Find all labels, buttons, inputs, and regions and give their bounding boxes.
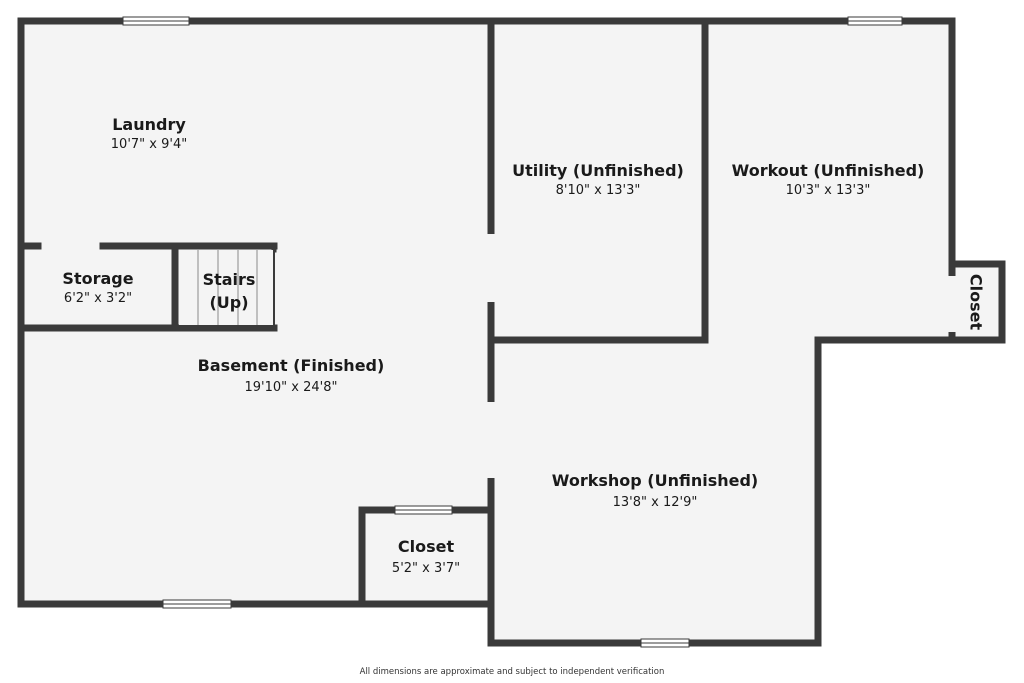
room-name-utility: Utility (Unfinished) [512, 161, 684, 180]
outer-wall [17, 17, 1006, 647]
room-dims-laundry: 10'7" x 9'4" [111, 137, 187, 152]
floors [21, 21, 1002, 643]
windows [122, 16, 903, 648]
room-name-closet: Closet [398, 537, 455, 556]
window-closet [394, 505, 453, 515]
room-name-workout: Workout (Unfinished) [732, 161, 925, 180]
room-name-storage: Storage [62, 269, 133, 288]
window-bottom-left [162, 599, 232, 609]
room-dims-closet: 5'2" x 3'7" [392, 561, 460, 576]
room-dims-utility: 8'10" x 13'3" [556, 183, 641, 198]
room-name-laundry: Laundry [112, 115, 186, 134]
opening-workshop [487, 402, 495, 478]
room-dims-workshop: 13'8" x 12'9" [613, 495, 698, 510]
room-name-stairs-line1: Stairs [203, 270, 256, 289]
window-top-right [847, 16, 903, 26]
room-name-workshop: Workshop (Unfinished) [552, 471, 759, 490]
room-name-stairs-line2: (Up) [209, 293, 248, 312]
room-name-closet-side: Closet [967, 274, 986, 331]
room-dims-storage: 6'2" x 3'2" [64, 291, 132, 306]
window-top-left [122, 16, 190, 26]
opening-side-closet [948, 276, 956, 332]
door-openings [487, 234, 956, 478]
room-labels: Laundry 10'7" x 9'4" Utility (Unfinished… [62, 115, 985, 576]
floor-closet-side [952, 264, 1002, 340]
floor-main [21, 21, 952, 643]
disclaimer-text: All dimensions are approximate and subje… [359, 667, 665, 677]
window-bottom-workshop [640, 638, 690, 648]
stairs-treads [179, 250, 275, 325]
room-dims-basement: 19'10" x 24'8" [245, 380, 338, 395]
opening-utility [487, 234, 495, 302]
room-name-basement: Basement (Finished) [198, 356, 385, 375]
room-dims-workout: 10'3" x 13'3" [786, 183, 871, 198]
